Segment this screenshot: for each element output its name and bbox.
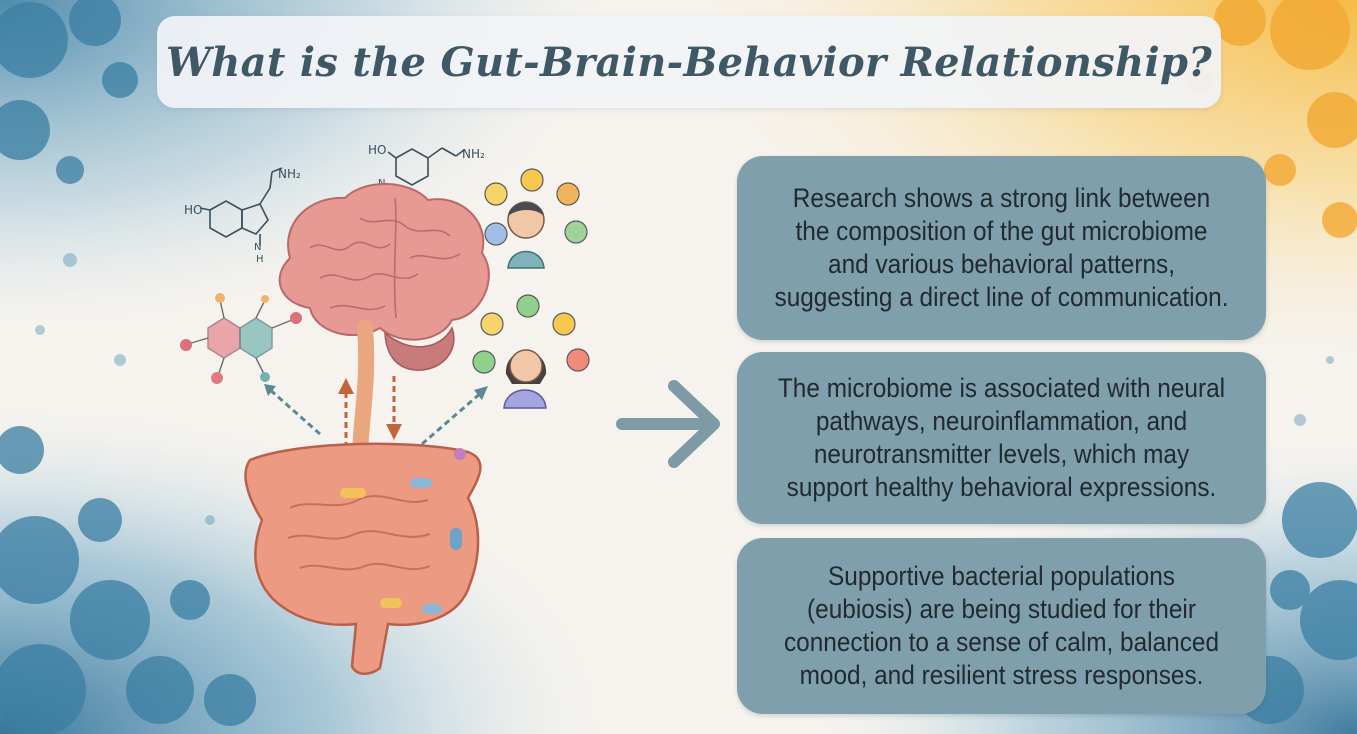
person-icon [507,201,545,269]
dopamine-molecule-icon: HO NH₂ N [368,143,485,189]
molecule-icon [180,293,302,384]
molecule-label: H [256,254,264,265]
warm-blobs [1186,0,1357,238]
info-card: Research shows a strong link between the… [737,156,1266,340]
info-card: Supportive bacterial populations (eubios… [737,538,1266,714]
molecule-label: NH₂ [278,167,301,181]
arrow-right-icon [616,380,720,468]
info-card-text: Supportive bacterial populations (eubios… [783,561,1220,690]
molecule-label: N [254,242,261,253]
emoji-icon [472,168,590,374]
info-card-text: The microbiome is associated with neural… [777,373,1226,502]
gut-brain-illustration: HO NH₂ N H HO NH₂ N [180,143,590,675]
info-card-text: Research shows a strong link between the… [774,183,1229,312]
title-banner: What is the Gut-Brain-Behavior Relations… [157,16,1221,108]
molecule-label: NH₂ [462,147,485,161]
person-icon [503,349,547,409]
brain-icon [278,182,490,371]
page-title: What is the Gut-Brain-Behavior Relations… [166,38,1212,86]
molecule-label: HO [368,143,386,157]
serotonin-molecule-icon: HO NH₂ N H [184,167,301,265]
intestine-icon [244,442,482,675]
info-card: The microbiome is associated with neural… [737,352,1266,524]
molecule-label: HO [184,203,202,217]
